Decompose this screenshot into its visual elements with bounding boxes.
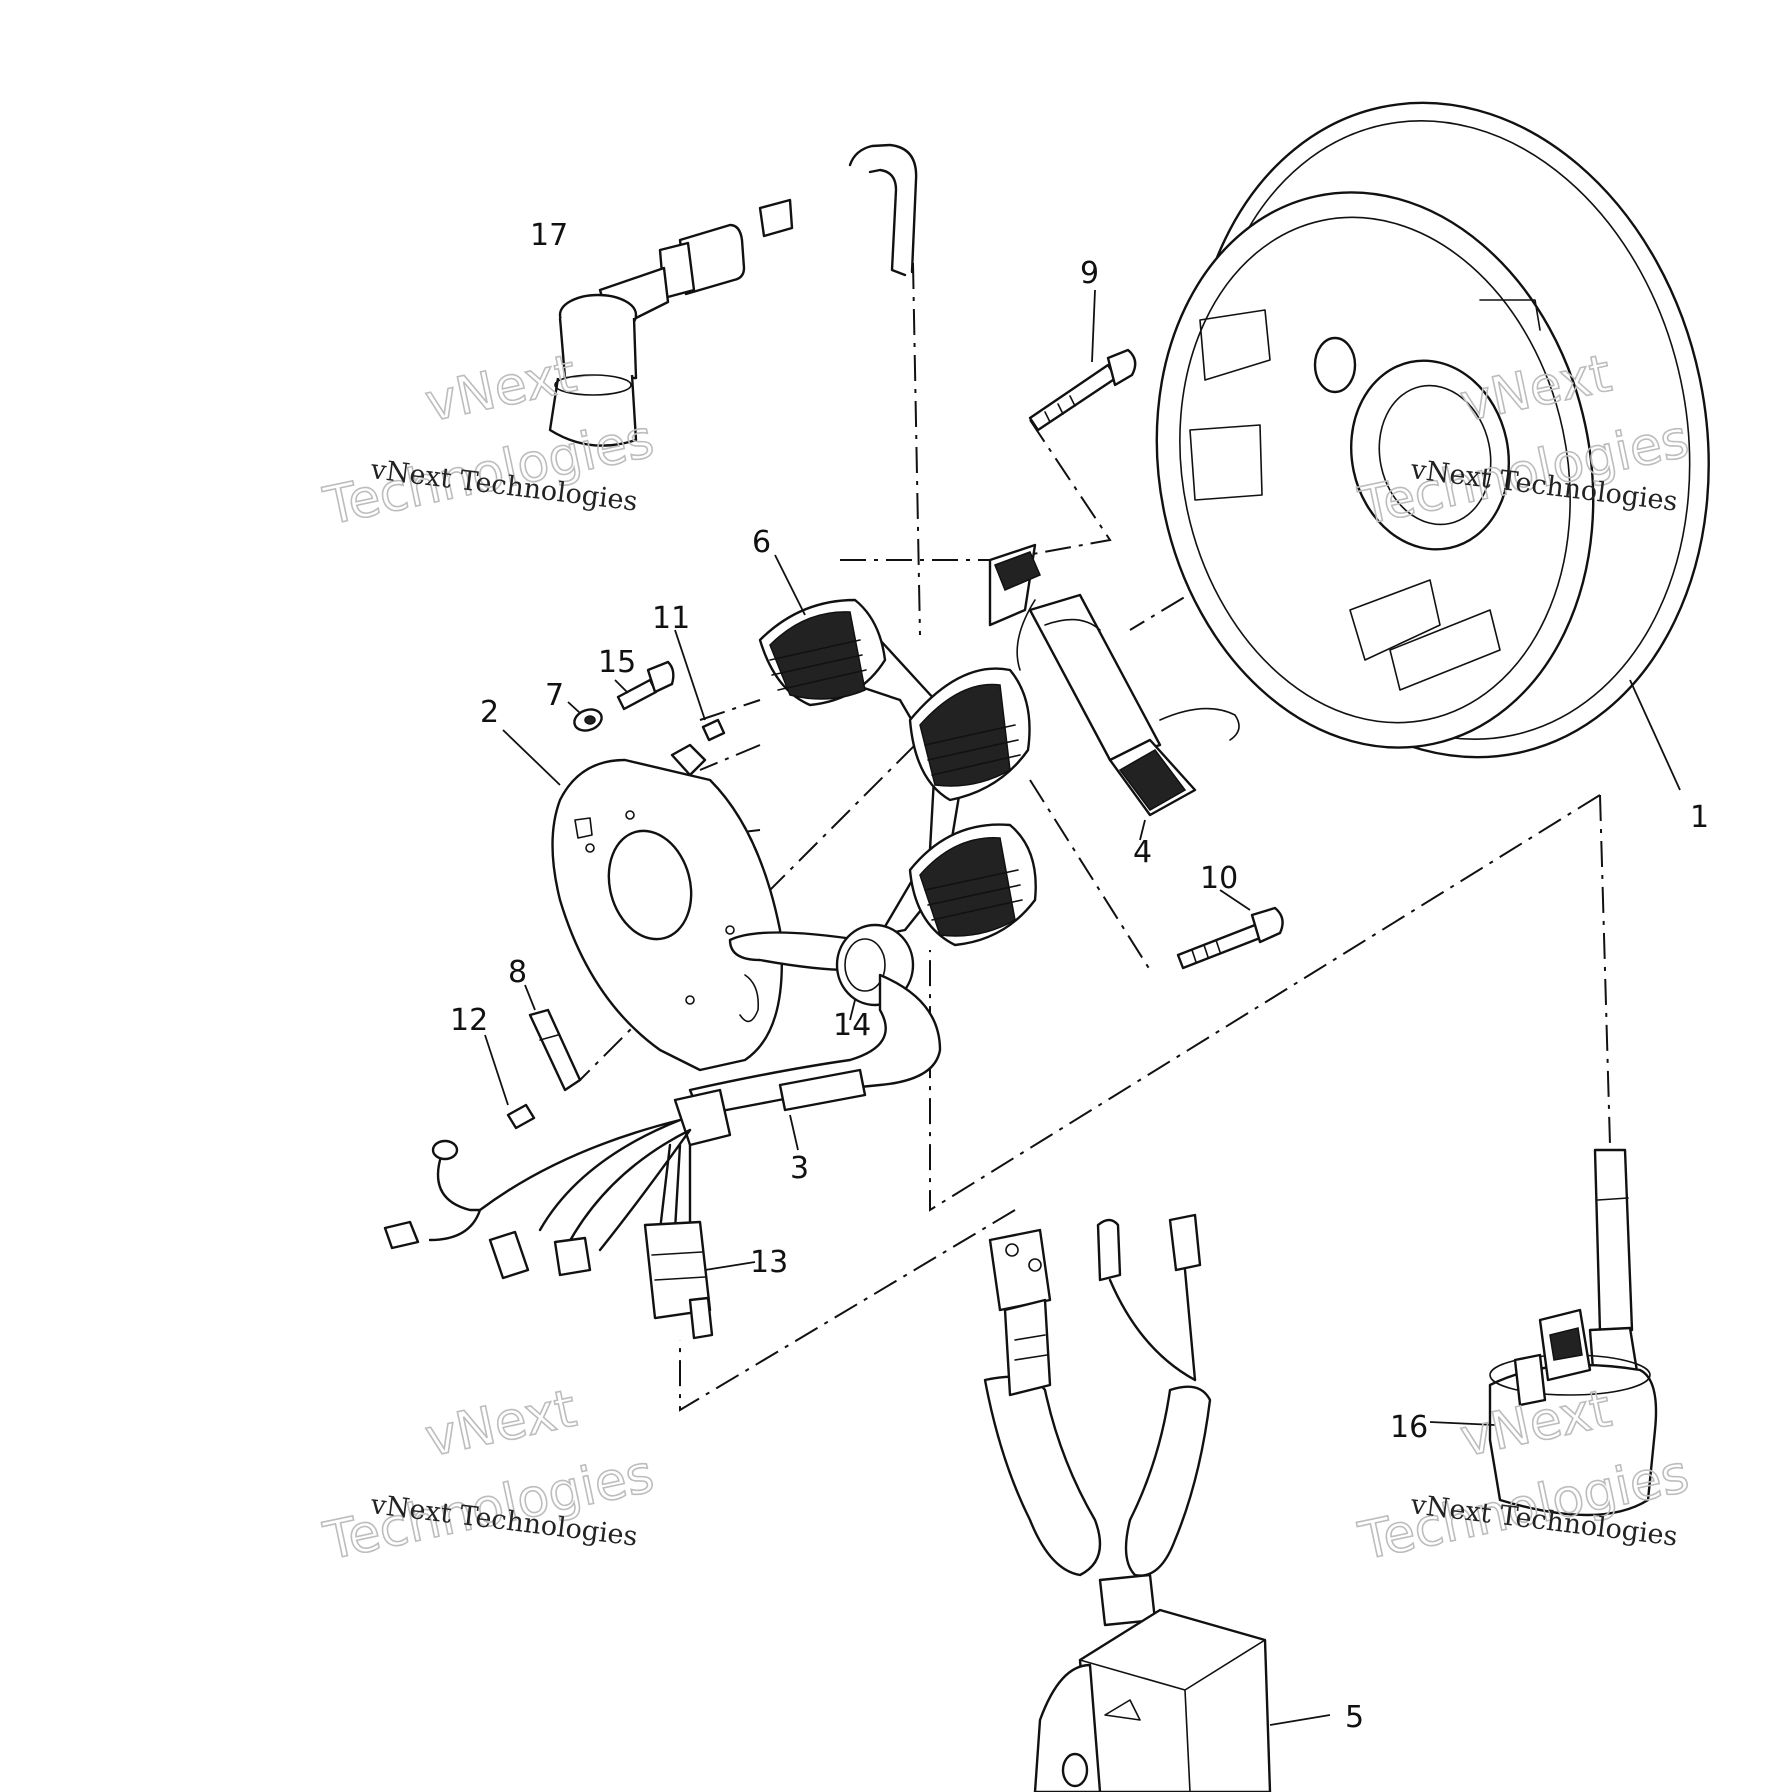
- callout-11: 11: [652, 601, 690, 636]
- part-7-washer: [567, 701, 603, 732]
- watermark-big-5: vNext: [420, 1379, 581, 1469]
- callout-8: 8: [508, 955, 527, 990]
- callout-4: 4: [1133, 835, 1152, 870]
- callout-13: 13: [750, 1245, 788, 1280]
- callout-17: 17: [530, 218, 568, 253]
- part-3-wire-harness: [383, 973, 942, 1280]
- part-15-screw: [614, 660, 675, 711]
- part-1-flywheel-rotor: [1155, 101, 1710, 791]
- callout-2: 2: [480, 695, 499, 730]
- part-4-pulser-coil: [988, 543, 1240, 841]
- part-11-screw: [674, 629, 726, 742]
- callout-1: 1: [1690, 800, 1709, 835]
- callout-16: 16: [1390, 1410, 1428, 1445]
- callout-15: 15: [598, 645, 636, 680]
- callout-14: 14: [833, 1008, 871, 1043]
- callout-6: 6: [752, 525, 771, 560]
- part-13-connector: [643, 1220, 756, 1340]
- part-17-spark-plug-cap: [548, 143, 918, 447]
- callout-7: 7: [545, 678, 564, 713]
- part-8-wire-clamp: [524, 984, 582, 1092]
- callout-5: 5: [1345, 1700, 1364, 1735]
- part-9-bolt: [1028, 289, 1137, 432]
- part-12-screw: [484, 1034, 536, 1130]
- part-16-ignition-coil: [1429, 1148, 1658, 1517]
- part-5-cdi-unit: [983, 1213, 1331, 1792]
- callout-10: 10: [1200, 861, 1238, 896]
- part-6-stator-coils: [758, 554, 1037, 947]
- callouts: 1 2 3 4 5 6 7 8 9 10 11 12 13 14 15 16 1…: [450, 218, 1709, 1735]
- part-10-bolt: [1176, 889, 1284, 970]
- callout-12: 12: [450, 1003, 488, 1038]
- part-2-base-plate: [502, 729, 783, 1072]
- callout-9: 9: [1080, 256, 1099, 291]
- callout-3: 3: [790, 1151, 809, 1186]
